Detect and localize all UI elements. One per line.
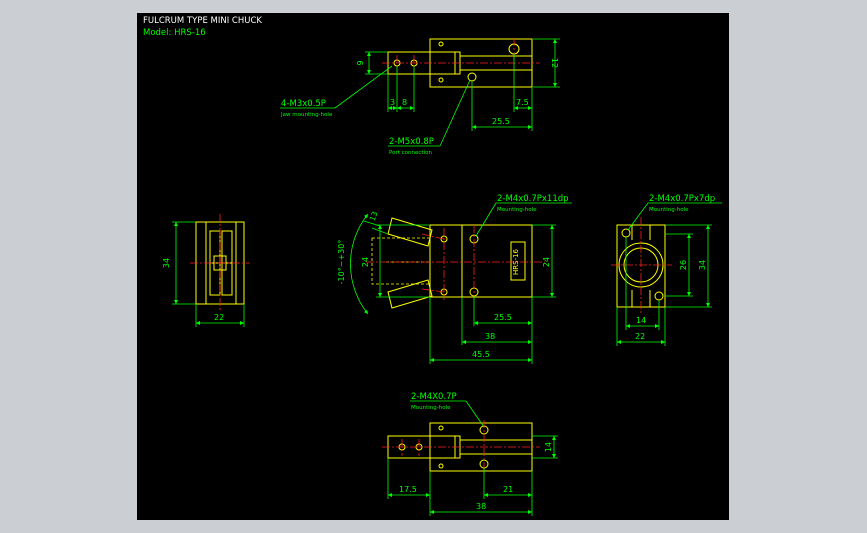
dim-bottom-d1: 17.5 [399,485,417,494]
dim-front-h-right: 24 [542,257,551,267]
top-view-dimensions [280,38,560,147]
left-view-centerlines [190,214,250,312]
bottom-view-dimensions [387,400,558,516]
callout-right-spec: 2-M4x0.7Px7dp [649,194,715,204]
dim-front-h-left: 24 [361,257,370,267]
front-view: HRS-16 -10°~+30° 13 24 24 25. [337,194,572,364]
left-view-dim-text: 34 22 [162,258,224,322]
dim-front-jaw: 13 [368,210,380,222]
bottom-view: 14 17.5 21 38 2-M4X0.7P Mounting-hole [382,392,558,516]
top-view-centerlines [382,38,540,72]
dim-top-d2: 8 [402,98,407,107]
front-view-dim-text: -10°~+30° 13 24 24 25.5 38 45.5 2-M4x0.7… [337,194,569,359]
right-view-dim-text: 26 34 14 22 2-M4x0.7Px7dp Mounting-hole [635,194,715,341]
callout-front-note: Mounting-hole [497,207,537,213]
dim-top-d4: 25.5 [492,117,510,126]
dim-left-width: 22 [214,313,224,322]
callout-front-spec: 2-M4x0.7Px11dp [497,194,569,204]
right-view-centerlines [611,217,672,315]
front-view-dimensions [350,202,572,364]
cad-drawing: FULCRUM TYPE MINI CHUCK Model: HRS-16 [143,16,722,516]
callout-port-spec: 2-M5x0.8P [389,137,434,147]
callout-port-note: Port connection [389,150,432,156]
bottom-view-dim-text: 14 17.5 21 38 2-M4X0.7P Mounting-hole [399,392,553,511]
dim-bottom-h: 14 [544,442,553,452]
dim-bottom-d2: 21 [503,485,513,494]
dim-front-d1: 25.5 [494,313,512,322]
right-view: 26 34 14 22 2-M4x0.7Px7dp Mounting-hole [611,194,722,346]
cad-viewport[interactable]: FULCRUM TYPE MINI CHUCK Model: HRS-16 [137,13,729,520]
dim-bottom-d3: 38 [476,502,486,511]
dim-right-h2: 34 [698,260,707,270]
callout-bottom-note: Mounting-hole [411,405,451,411]
drawing-title: FULCRUM TYPE MINI CHUCK [143,16,262,26]
dim-top-d1: 3 [390,98,395,107]
dim-front-angle: -10°~+30° [337,240,346,285]
bottom-view-centerlines [382,420,540,474]
dim-right-w2: 22 [635,332,645,341]
dim-front-d3: 45.5 [472,350,490,359]
right-view-dimensions [616,202,722,346]
callout-right-note: Mounting-hole [649,207,689,213]
front-view-outline [387,217,533,309]
front-view-hidden [371,237,431,285]
front-view-part-label: HRS-16 [512,248,520,275]
callout-jaw-note: Jaw mounting-hole [280,112,333,118]
left-view-dimensions [172,221,245,327]
top-view-dim-text: 9 12 3 8 7.5 25.5 4-M3x0.5P Jaw mounting… [280,58,559,156]
callout-jaw-spec: 4-M3x0.5P [281,99,326,109]
dim-top-h-left: 9 [356,60,365,65]
dim-top-h-right: 12 [550,58,559,68]
dim-right-h1: 26 [679,260,688,270]
dim-left-height: 34 [162,258,171,268]
drawing-model: Model: HRS-16 [143,28,206,38]
front-view-centerlines [366,225,545,300]
dim-top-d3: 7.5 [516,98,529,107]
top-view: 9 12 3 8 7.5 25.5 4-M3x0.5P Jaw mounting… [280,38,560,156]
callout-bottom-spec: 2-M4X0.7P [411,392,457,402]
left-view: 34 22 [162,214,250,327]
dim-front-d2: 38 [485,332,495,341]
dim-right-w1: 14 [636,316,646,325]
title-block: FULCRUM TYPE MINI CHUCK Model: HRS-16 [143,16,262,38]
